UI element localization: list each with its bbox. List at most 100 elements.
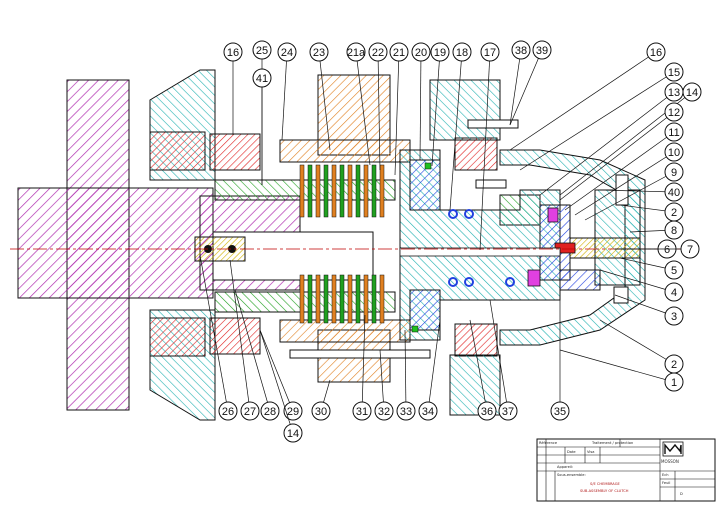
part-number-label: 23 xyxy=(313,47,325,59)
friction-disc xyxy=(355,274,361,324)
part-balloon xyxy=(664,62,684,82)
part-number-label: 33 xyxy=(400,406,412,418)
part-balloon xyxy=(664,122,684,142)
friction-disc xyxy=(355,164,361,218)
part-number-label: 5 xyxy=(671,265,677,277)
tb-designation-label: Appareil: xyxy=(557,465,573,469)
leader-line xyxy=(509,49,522,126)
part-balloon xyxy=(664,142,684,162)
leader-line xyxy=(229,259,251,412)
part-balloon xyxy=(240,401,260,421)
part-balloon xyxy=(664,162,684,182)
friction-disc xyxy=(315,164,321,218)
part-number-label: 6 xyxy=(664,244,670,256)
friction-disc xyxy=(371,274,377,324)
part-balloon xyxy=(346,42,366,62)
tb-header-treatment: Traitement / protection xyxy=(591,441,633,445)
leader-line xyxy=(614,294,675,317)
friction-disc xyxy=(347,164,353,218)
clutch-drum xyxy=(279,74,411,383)
part-balloon xyxy=(664,102,684,122)
part-balloon xyxy=(532,40,552,60)
leader-line xyxy=(599,269,675,293)
part-balloon xyxy=(218,401,238,421)
part-number-label: 2 xyxy=(671,207,677,219)
leader-line xyxy=(574,151,675,216)
leader-line xyxy=(427,319,441,412)
friction-disc xyxy=(331,274,337,324)
bolts xyxy=(289,119,629,359)
leader-line xyxy=(519,71,675,171)
part-balloon xyxy=(477,401,497,421)
leader-line xyxy=(539,91,675,196)
part-number-label: 28 xyxy=(264,406,276,418)
part-number-label: 34 xyxy=(422,406,434,418)
leader-line xyxy=(259,329,294,434)
part-number-label: 16 xyxy=(650,47,662,59)
leader-line xyxy=(509,49,543,126)
part-number-label: 15 xyxy=(668,67,680,79)
taper-bearings xyxy=(149,131,498,357)
part-balloon xyxy=(368,42,388,62)
leader-line xyxy=(449,51,463,211)
leader-line xyxy=(559,111,675,201)
part-number-label: 21 xyxy=(393,47,405,59)
leader-line xyxy=(599,189,675,193)
leader-line xyxy=(479,51,491,251)
part-number-label: 1 xyxy=(671,377,677,389)
part-balloon xyxy=(223,42,243,62)
part-balloon xyxy=(664,182,684,202)
part-number-label: 7 xyxy=(687,244,693,256)
leader-line xyxy=(431,51,441,167)
part-number-label: 13 xyxy=(668,87,680,99)
leader-line xyxy=(379,349,385,412)
part-number-label: 19 xyxy=(434,47,446,59)
friction-disc xyxy=(347,274,353,324)
leader-line xyxy=(509,51,657,151)
part-number-label: 4 xyxy=(671,287,677,299)
part-number-label: 32 xyxy=(378,406,390,418)
leader-line xyxy=(564,131,675,211)
part-number-label: 29 xyxy=(287,406,299,418)
green-plugs xyxy=(411,162,432,333)
part-number-label: 10 xyxy=(668,147,680,159)
logo-text: MOSSON xyxy=(661,459,679,464)
leader-line xyxy=(584,171,675,221)
leader-line xyxy=(394,51,400,176)
part-balloon xyxy=(480,42,500,62)
part-number-label: 9 xyxy=(671,167,677,179)
leader-line xyxy=(599,319,675,365)
part-balloon xyxy=(277,42,297,62)
tb-title-line-1: S/E CHEMBRAGE xyxy=(590,482,620,486)
leader-line xyxy=(361,314,366,412)
friction-disc xyxy=(363,274,369,324)
part-number-label: 3 xyxy=(671,311,677,323)
part-number-label: 36 xyxy=(481,406,493,418)
part-number-label: 14 xyxy=(686,87,698,99)
part-balloon xyxy=(430,42,450,62)
tb-scale-label: Ech xyxy=(662,473,669,477)
part-number-label: 12 xyxy=(668,107,680,119)
tb-format-value: D xyxy=(680,492,683,496)
part-number-label: 18 xyxy=(456,47,468,59)
part-balloon xyxy=(664,306,684,326)
tb-sheet-label: Feuil xyxy=(662,481,670,485)
part-number-label: 35 xyxy=(554,406,566,418)
part-number-label: 14 xyxy=(287,428,299,440)
part-balloon xyxy=(252,68,272,88)
leader-line xyxy=(469,319,488,412)
part-number-label: 39 xyxy=(536,45,548,57)
leader-line xyxy=(419,51,422,161)
part-balloon xyxy=(260,401,280,421)
part-balloon xyxy=(396,401,416,421)
tb-title-line-2: SUB-ASSEMBLY OF CLUTCH xyxy=(580,489,629,493)
friction-disc xyxy=(363,164,369,218)
part-number-label: 21a xyxy=(347,47,366,59)
part-number-label: 22 xyxy=(372,47,384,59)
part-balloon xyxy=(664,372,684,392)
part-number-label: 26 xyxy=(222,406,234,418)
part-number-label: 20 xyxy=(415,47,427,59)
part-balloon xyxy=(252,40,272,60)
part-balloon xyxy=(311,401,331,421)
